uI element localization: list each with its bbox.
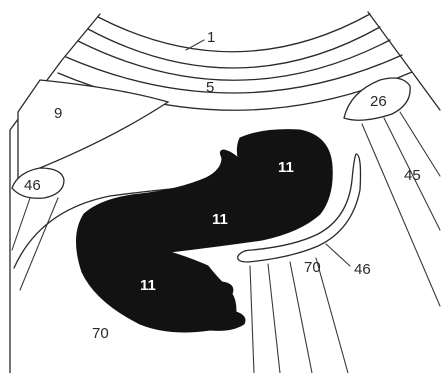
label-11-top: 11 <box>278 159 294 176</box>
region-9 <box>18 80 168 180</box>
label-11-bottom: 11 <box>140 277 156 294</box>
bottom-line-4 <box>316 258 348 373</box>
bottom-line-2 <box>268 264 280 373</box>
bottom-line-1 <box>250 266 254 373</box>
label-9: 9 <box>54 105 62 122</box>
label-70-bottom: 70 <box>92 325 109 342</box>
bottom-vertical-lines <box>250 258 348 373</box>
label-46-right: 46 <box>354 261 371 278</box>
label-11-mid: 11 <box>212 211 228 228</box>
right-oblique-lines <box>362 112 440 306</box>
label-1: 1 <box>207 29 215 46</box>
leader-46-right <box>326 244 350 266</box>
wall-layer-1 <box>98 14 370 52</box>
left-oblique-lines <box>12 198 58 290</box>
label-26: 26 <box>370 93 387 110</box>
label-70-mid: 70 <box>304 259 321 276</box>
left-line-1 <box>12 198 30 250</box>
wall-layer-4 <box>66 55 402 93</box>
dark-organ-11 <box>76 130 332 332</box>
label-46-left: 46 <box>24 177 41 194</box>
bottom-line-3 <box>290 262 312 373</box>
wall-layer-2 <box>88 27 380 68</box>
label-5: 5 <box>206 79 214 96</box>
label-45: 45 <box>404 167 421 184</box>
